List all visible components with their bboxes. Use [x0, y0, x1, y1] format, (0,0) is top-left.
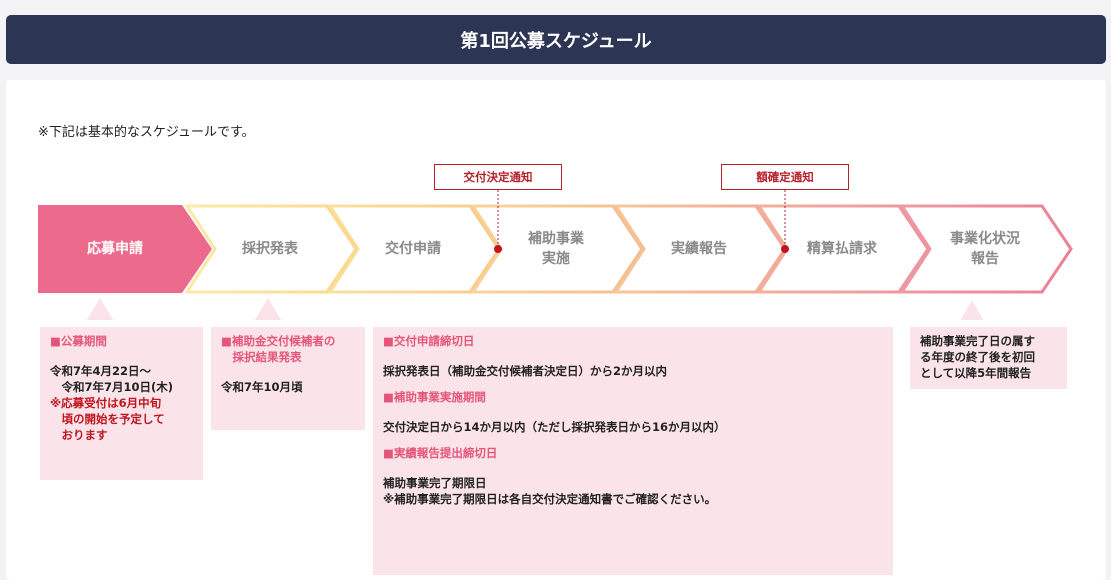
- step-arrow-jisseki: [613, 204, 787, 294]
- marker-kofu: [494, 245, 502, 253]
- step-arrow-kofu: [327, 204, 501, 294]
- info-box-kofu: 交付申請締切日 採択発表日（補助金交付候補者決定日）から2か月以内 補助事業実施…: [373, 327, 893, 575]
- step-label-saitaku: 採択発表: [242, 241, 298, 257]
- saitaku-text: 令和7年10月頃: [221, 380, 303, 394]
- saitaku-heading: 補助金交付候補者の 採択結果発表: [221, 333, 355, 365]
- jigyoka-text: 補助事業完了日の属す る年度の終了後を初回 として以降5年間報告: [920, 334, 1035, 380]
- step-label-hojo: 補助事業 実施: [528, 231, 584, 267]
- kofu-deadline-text: 採択発表日（補助金交付候補者決定日）から2か月以内: [383, 364, 667, 378]
- info-box-oubo: 公募期間 令和7年4月22日～ 令和7年7月10日(木) ※応募受付は6月中旬 …: [40, 327, 203, 480]
- step-label-jisseki: 実績報告: [671, 241, 727, 257]
- jisseki-deadline-text: 補助事業完了期限日 ※補助事業完了期限日は各自交付決定通知書でご確認ください。: [383, 476, 717, 506]
- jisseki-deadline-heading: 実績報告提出締切日: [383, 445, 883, 461]
- callout-kofu-kettei: 交付決定通知: [434, 164, 562, 190]
- info-box-jigyoka: 補助事業完了日の属す る年度の終了後を初回 として以降5年間報告: [910, 327, 1067, 389]
- step-arrow-jigyoka: [899, 204, 1073, 294]
- hojo-period-heading: 補助事業実施期間: [383, 389, 883, 405]
- step-arrow-saitaku: [184, 204, 358, 294]
- step-label-jigyoka: 事業化状況 報告: [950, 231, 1020, 267]
- process-flow: [38, 190, 1073, 320]
- callout-gaku-kakutei: 額確定通知: [721, 164, 849, 190]
- step-label-seisan: 精算払請求: [807, 241, 877, 257]
- schedule-note: ※下記は基本的なスケジュールです。: [38, 125, 255, 140]
- hojo-period-text: 交付決定日から14か月以内（ただし採択発表日から16か月以内）: [383, 420, 726, 434]
- oubo-period-heading: 公募期間: [50, 333, 193, 349]
- step-label-kofu: 交付申請: [385, 241, 441, 257]
- info-box-saitaku: 補助金交付候補者の 採択結果発表 令和7年10月頃: [211, 327, 365, 430]
- step-arrow-oubo: [38, 205, 212, 293]
- oubo-period-note: ※応募受付は6月中旬 頃の開始を予定して おります: [50, 396, 165, 442]
- kofu-deadline-heading: 交付申請締切日: [383, 333, 883, 349]
- pointer-oubo: [86, 298, 114, 320]
- pointer-saitaku: [254, 298, 282, 320]
- marker-gaku: [781, 245, 789, 253]
- page-title: 第1回公募スケジュール: [6, 15, 1106, 64]
- step-label-oubo: 応募申請: [87, 241, 143, 257]
- oubo-period-text: 令和7年4月22日～ 令和7年7月10日(木): [50, 364, 174, 394]
- pointer-jigyoka: [960, 300, 984, 320]
